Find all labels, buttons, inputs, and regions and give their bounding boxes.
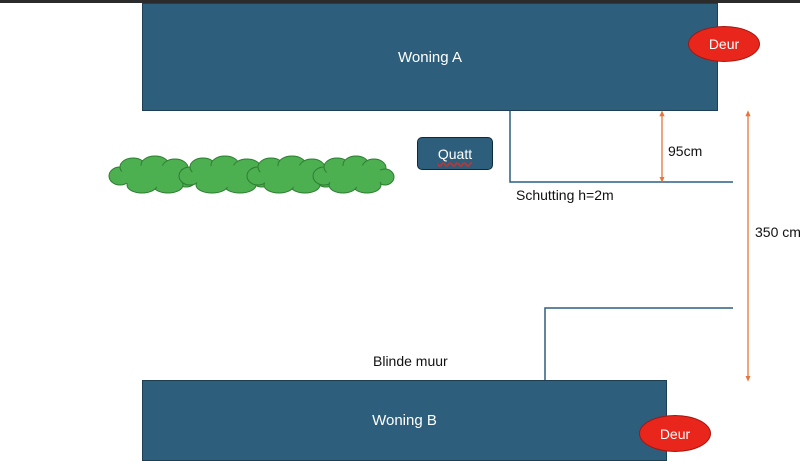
top-border bbox=[0, 0, 800, 3]
bush-3 bbox=[246, 155, 338, 194]
house-b: Woning B bbox=[142, 380, 667, 461]
quatt-label: Quatt bbox=[437, 145, 473, 162]
house-b-label: Woning B bbox=[372, 412, 437, 429]
dimension-350-label: 350 cm bbox=[755, 224, 800, 240]
bush-4 bbox=[312, 155, 395, 194]
house-b-door: Deur bbox=[639, 415, 711, 452]
fence-label: Schutting h=2m bbox=[516, 187, 614, 203]
fence-line bbox=[509, 111, 733, 183]
blind-wall-line bbox=[544, 307, 733, 380]
hedge bbox=[108, 155, 395, 194]
house-a: Woning A bbox=[142, 3, 718, 111]
house-a-door-label: Deur bbox=[708, 36, 740, 52]
quatt-unit: Quatt bbox=[417, 137, 493, 170]
house-a-label: Woning A bbox=[398, 48, 462, 66]
house-a-door: Deur bbox=[688, 26, 760, 62]
house-b-door-label: Deur bbox=[659, 425, 691, 442]
blind-wall-label: Blinde muur bbox=[373, 353, 448, 369]
dimension-95-label: 95cm bbox=[668, 143, 703, 159]
